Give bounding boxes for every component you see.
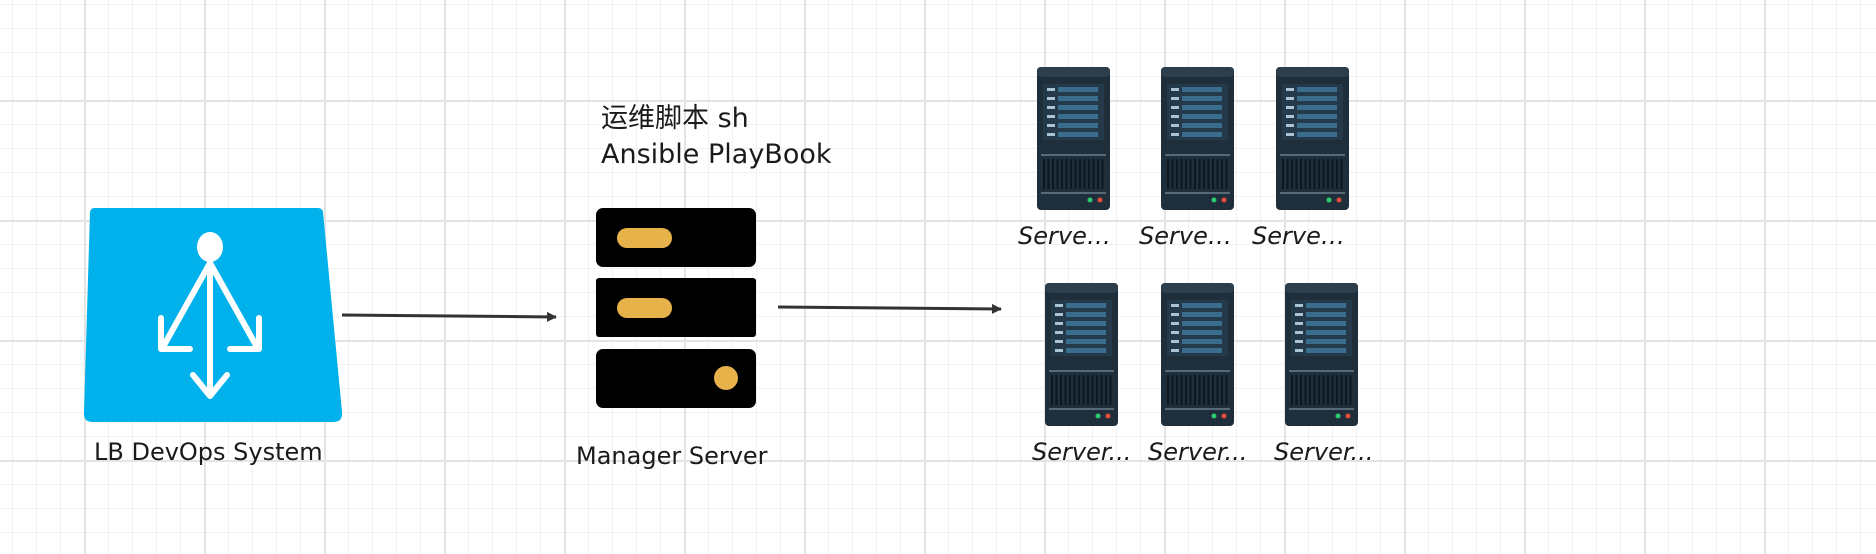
scripts-caption-line2: Ansible PlayBook xyxy=(601,139,832,170)
server-label: Server 02 xyxy=(1139,222,1239,250)
lb-devops-label: LB DevOps System xyxy=(94,438,323,466)
server-rack-icon[interactable] xyxy=(1045,283,1118,426)
server-rack-icon[interactable] xyxy=(1161,67,1234,210)
server-rack-icon[interactable] xyxy=(1285,283,1358,426)
edge-manager-to-servers[interactable] xyxy=(777,303,1002,314)
edge-lb-to-manager[interactable] xyxy=(341,311,557,322)
server-label: Server... xyxy=(1274,438,1374,466)
manager-server-label: Manager Server xyxy=(576,442,768,470)
server-rack-icon[interactable] xyxy=(1276,67,1349,210)
manager-server-icon[interactable] xyxy=(596,208,756,408)
scripts-caption-line1: 运维脚本 sh xyxy=(601,103,749,134)
server-rack-icon[interactable] xyxy=(1161,283,1234,426)
server-label: Server 01 xyxy=(1018,222,1118,250)
server-label: Server... xyxy=(1148,438,1248,466)
load-balancer-icon[interactable] xyxy=(83,208,343,422)
server-label: Server 03 xyxy=(1252,222,1352,250)
scripts-caption: 运维脚本 sh Ansible PlayBook xyxy=(601,101,832,173)
server-rack-icon[interactable] xyxy=(1037,67,1110,210)
server-label: Server... xyxy=(1032,438,1132,466)
